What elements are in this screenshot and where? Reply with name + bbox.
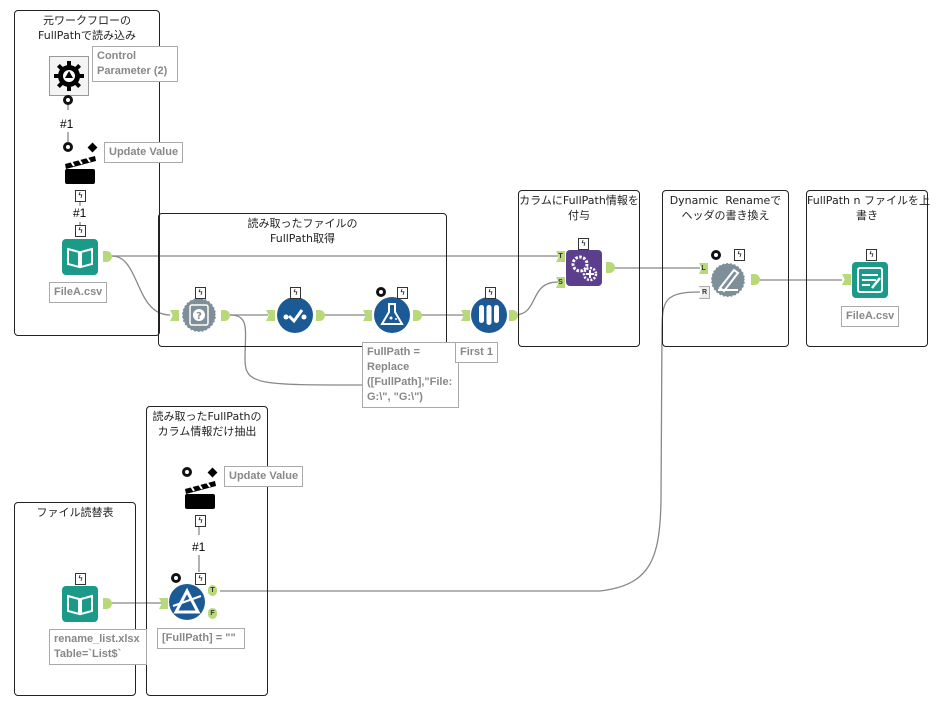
update-value-action-tool[interactable] xyxy=(62,150,98,186)
book-icon xyxy=(62,586,98,622)
bolt-icon[interactable]: ϟ xyxy=(397,287,408,299)
annotation-output-filea: FileA.csv xyxy=(841,306,900,327)
wire-dynamic-input-loop xyxy=(229,314,363,386)
output-anchor[interactable] xyxy=(606,262,615,273)
input-anchor[interactable] xyxy=(170,310,179,321)
output-anchor[interactable] xyxy=(316,310,325,321)
output-anchor[interactable] xyxy=(413,310,422,321)
input-data-tool-rename-list[interactable] xyxy=(62,586,98,622)
output-anchor[interactable] xyxy=(103,598,112,609)
wire-sample-to-append-S xyxy=(513,281,559,316)
annotation-update-value-1: Update Value xyxy=(104,142,184,163)
output-anchor[interactable] xyxy=(751,274,760,285)
output-anchor[interactable] xyxy=(509,310,518,321)
input-anchor-target[interactable]: T xyxy=(556,251,565,262)
select-tool[interactable] xyxy=(277,297,313,333)
input-anchor[interactable] xyxy=(159,598,168,609)
prism-icon xyxy=(169,584,205,620)
input-anchor[interactable] xyxy=(461,310,470,321)
container-title: 読み取ったファイルの FullPath取得 xyxy=(247,217,358,245)
question-gear-icon: ? xyxy=(181,297,217,333)
bolt-icon[interactable]: ϟ xyxy=(866,249,877,261)
clapperboard-icon xyxy=(185,480,216,509)
container-title: カラムにFullPath情報を 付与 xyxy=(519,194,639,222)
svg-text:?: ? xyxy=(196,311,202,322)
annotation-sample: First 1 xyxy=(455,342,499,363)
bolt-icon[interactable]: ϟ xyxy=(195,287,206,299)
filter-tool[interactable] xyxy=(169,584,205,620)
container-title: 読み取ったFullPathの カラム情報だけ抽出 xyxy=(152,410,262,438)
annotation-control-parameter: Control Parameter (2) xyxy=(92,46,178,82)
bolt-icon[interactable]: ϟ xyxy=(195,573,206,585)
gear-icon xyxy=(54,61,84,91)
bolt-icon[interactable]: ϟ xyxy=(75,225,86,237)
document-write-icon xyxy=(852,262,888,298)
action-link-label: #1 xyxy=(192,540,206,554)
question-anchor-icon[interactable] xyxy=(711,250,721,260)
annotation-update-value-2: Update Value xyxy=(224,466,304,487)
annotation-input-rename-list: rename_list.xlsx Table=`List$` xyxy=(49,629,147,665)
dynamic-rename-tool[interactable] xyxy=(710,262,746,298)
output-anchor[interactable] xyxy=(221,310,230,321)
container-title: Dynamic Renameで ヘッダの書き換え xyxy=(669,194,782,222)
control-parameter-tool[interactable] xyxy=(49,56,89,96)
output-anchor-false[interactable]: F xyxy=(208,608,217,619)
question-anchor-icon[interactable] xyxy=(182,467,192,477)
container-append-fullpath[interactable]: カラムにFullPath情報を 付与 xyxy=(518,190,640,347)
output-anchor[interactable] xyxy=(103,251,112,262)
container-extract-column[interactable]: 読み取ったFullPathの カラム情報だけ抽出 xyxy=(146,406,268,696)
annotation-formula: FullPath = Replace ([FullPath],"File: G:… xyxy=(362,342,459,408)
container-read-original[interactable]: 元ワークフローの FullPathで読み込み xyxy=(14,10,160,336)
input-anchor[interactable] xyxy=(842,274,851,285)
bolt-icon[interactable]: ϟ xyxy=(485,287,496,299)
container-rename-table[interactable]: ファイル読替表 xyxy=(14,502,136,696)
wire-filter-T-to-rename-R xyxy=(220,291,701,592)
clapperboard-icon xyxy=(65,155,96,184)
action-link-label: #1 xyxy=(60,117,74,131)
input-anchor-source[interactable]: S xyxy=(556,277,565,288)
bolt-icon[interactable]: ϟ xyxy=(195,515,206,527)
action-link-label: #1 xyxy=(73,206,87,220)
bolt-icon[interactable]: ϟ xyxy=(578,238,589,250)
bolt-icon[interactable]: ϟ xyxy=(734,249,745,261)
container-title: ファイル読替表 xyxy=(36,506,114,519)
test-tubes-icon xyxy=(471,297,507,333)
container-overwrite-file[interactable]: FullPath n ファイルを上 書き xyxy=(806,190,930,347)
question-anchor-icon[interactable] xyxy=(376,287,386,297)
sample-tool[interactable] xyxy=(471,297,507,333)
book-icon xyxy=(62,239,98,275)
question-anchor-icon[interactable] xyxy=(63,142,73,152)
checkmark-icon xyxy=(277,297,313,333)
dynamic-input-tool[interactable]: ? xyxy=(181,297,217,333)
question-anchor-icon[interactable] xyxy=(63,95,73,105)
container-get-fullpath[interactable]: 読み取ったファイルの FullPath取得 xyxy=(158,213,447,347)
input-anchor[interactable] xyxy=(266,310,275,321)
update-value-action-tool-2[interactable] xyxy=(182,475,218,511)
input-anchor[interactable] xyxy=(363,310,372,321)
annotation-input-filea: FileA.csv xyxy=(49,282,108,303)
formula-tool[interactable] xyxy=(374,297,410,333)
input-anchor-left[interactable]: L xyxy=(699,263,708,274)
container-dynamic-rename[interactable]: Dynamic Renameで ヘッダの書き換え xyxy=(662,190,789,347)
append-fields-tool[interactable] xyxy=(566,250,602,286)
gears-plus-icon xyxy=(566,250,602,286)
flask-icon xyxy=(374,297,410,333)
bolt-icon[interactable]: ϟ xyxy=(75,573,86,585)
input-data-tool-filea[interactable] xyxy=(62,239,98,275)
output-anchor-true[interactable]: T xyxy=(208,585,217,596)
annotation-filter: [FullPath] = "" xyxy=(157,628,245,649)
output-data-tool-filea[interactable] xyxy=(852,262,888,298)
pencil-gear-icon xyxy=(710,262,746,298)
container-title: 元ワークフローの FullPathで読み込み xyxy=(38,14,136,42)
bolt-icon[interactable]: ϟ xyxy=(290,287,301,299)
bolt-icon[interactable]: ϟ xyxy=(75,190,86,202)
container-title: FullPath n ファイルを上 書き xyxy=(807,194,930,222)
question-anchor-icon[interactable] xyxy=(171,573,181,583)
